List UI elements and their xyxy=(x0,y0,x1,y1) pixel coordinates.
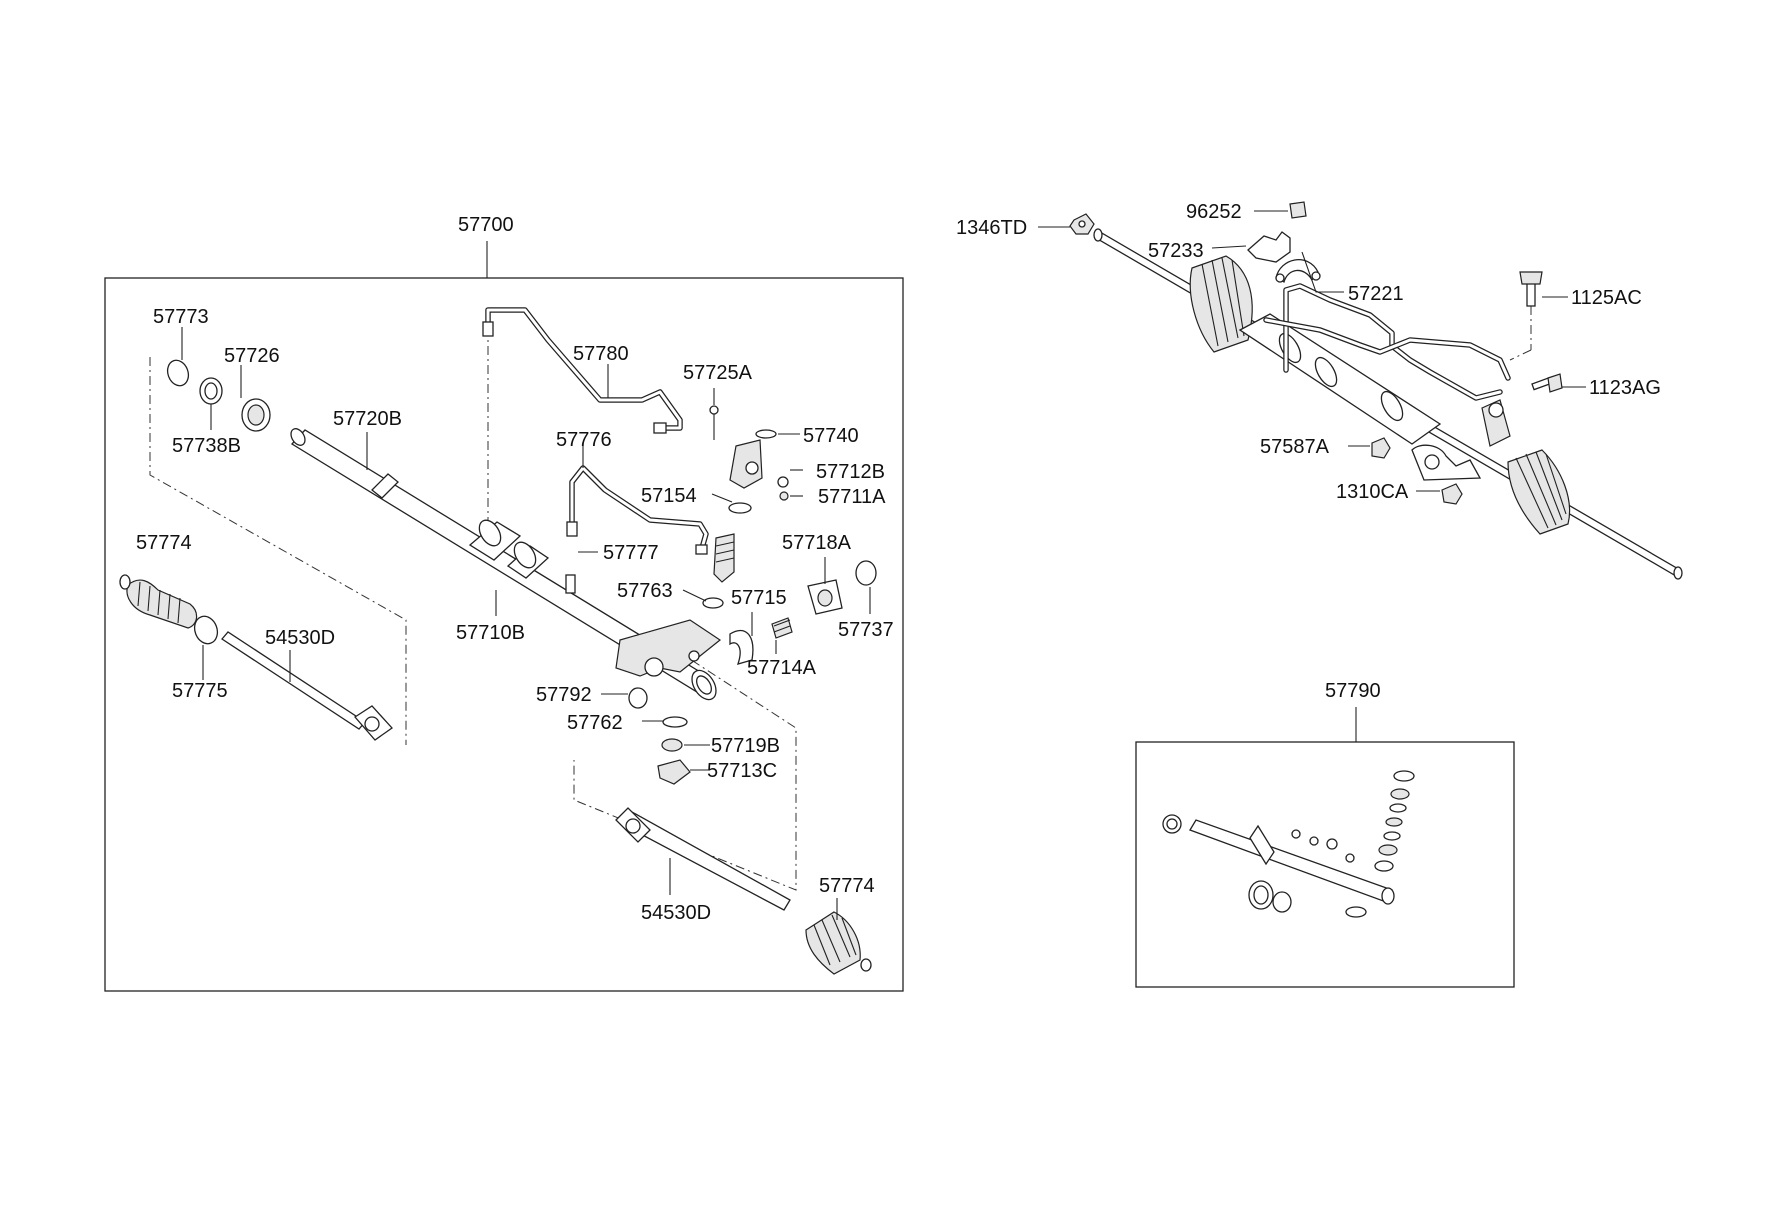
label-57720b[interactable]: 57720B xyxy=(333,408,402,430)
label-57774-right[interactable]: 57774 xyxy=(819,875,875,897)
pipe-57776 xyxy=(566,465,709,555)
label-57700[interactable]: 57700 xyxy=(458,214,514,236)
label-57154[interactable]: 57154 xyxy=(641,485,697,507)
tie-rod-54530d-left xyxy=(221,631,393,741)
assembly-57700: 57700 xyxy=(104,214,904,992)
left-leaders xyxy=(181,327,871,920)
label-1125ac[interactable]: 1125AC xyxy=(1571,287,1642,309)
left-labels: 57773 57726 57738B 57720B 57780 57725A 5… xyxy=(136,306,894,924)
label-57710b[interactable]: 57710B xyxy=(456,622,525,644)
label-54530d-left[interactable]: 54530D xyxy=(265,627,335,649)
label-57780[interactable]: 57780 xyxy=(573,343,629,365)
seal-kit-57790: 57790 xyxy=(1135,680,1515,988)
pipe-57780 xyxy=(482,307,683,434)
gear-assembly-overview xyxy=(1093,228,1683,580)
label-57719b[interactable]: 57719B xyxy=(711,735,780,757)
boot-57774-right xyxy=(805,911,872,975)
seal-rings-top-left xyxy=(166,359,271,432)
label-57718a[interactable]: 57718A xyxy=(782,532,852,554)
label-57762[interactable]: 57762 xyxy=(567,712,623,734)
label-57233[interactable]: 57233 xyxy=(1148,240,1204,262)
label-57777[interactable]: 57777 xyxy=(603,542,659,564)
tie-rod-54530d-right xyxy=(615,807,791,911)
label-96252[interactable]: 96252 xyxy=(1186,201,1242,223)
label-1346td[interactable]: 1346TD xyxy=(956,217,1027,239)
guide-lines xyxy=(149,327,797,891)
label-57715[interactable]: 57715 xyxy=(731,587,787,609)
label-57740[interactable]: 57740 xyxy=(803,425,859,447)
label-57587a[interactable]: 57587A xyxy=(1260,436,1330,458)
seal-kit-frame xyxy=(1135,741,1515,988)
label-57773[interactable]: 57773 xyxy=(153,306,209,328)
label-57776[interactable]: 57776 xyxy=(556,429,612,451)
label-57725a[interactable]: 57725A xyxy=(683,362,753,384)
assembly-frame xyxy=(104,277,904,992)
label-57714a[interactable]: 57714A xyxy=(747,657,817,679)
label-57774-left[interactable]: 57774 xyxy=(136,532,192,554)
label-57738b[interactable]: 57738B xyxy=(172,435,241,457)
right-labels: 1346TD 96252 57233 57221 1125AC 1123AG 5… xyxy=(956,201,1661,503)
label-1310ca[interactable]: 1310CA xyxy=(1336,481,1409,503)
label-57712b[interactable]: 57712B xyxy=(816,461,885,483)
label-1123ag[interactable]: 1123AG xyxy=(1589,377,1661,399)
label-57775[interactable]: 57775 xyxy=(172,680,228,702)
rack-housing-57720b xyxy=(290,428,722,701)
fasteners-right xyxy=(1069,201,1563,505)
boot-57774-left xyxy=(119,574,219,645)
label-57221[interactable]: 57221 xyxy=(1348,283,1404,305)
label-54530d-right[interactable]: 54530D xyxy=(641,902,711,924)
label-57713c[interactable]: 57713C xyxy=(707,760,777,782)
valve-parts xyxy=(628,405,877,785)
label-57792[interactable]: 57792 xyxy=(536,684,592,706)
label-57763[interactable]: 57763 xyxy=(617,580,673,602)
label-57726[interactable]: 57726 xyxy=(224,345,280,367)
right-leaders xyxy=(1038,210,1586,492)
label-57737[interactable]: 57737 xyxy=(838,619,894,641)
label-57790[interactable]: 57790 xyxy=(1325,680,1381,702)
label-57711a[interactable]: 57711A xyxy=(818,486,886,508)
